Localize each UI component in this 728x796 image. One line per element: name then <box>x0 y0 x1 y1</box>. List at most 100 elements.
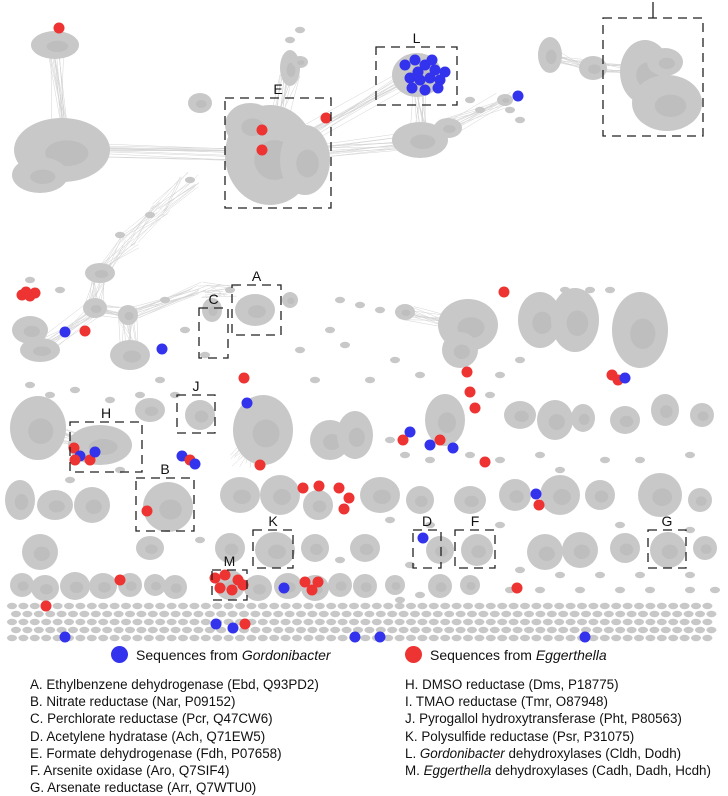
singleton-node <box>592 626 603 634</box>
singleton-node <box>292 618 302 626</box>
singleton-node <box>11 626 21 634</box>
singleton-node <box>531 618 542 626</box>
singleton-node <box>360 602 371 610</box>
singleton-node <box>326 602 337 610</box>
singleton-node <box>577 602 587 610</box>
singleton-node <box>155 634 166 642</box>
singleton-node <box>159 626 170 634</box>
gordonibacter-node <box>412 66 424 78</box>
singleton-node <box>415 371 425 379</box>
singleton-node <box>634 634 644 642</box>
legend: Sequences from Gordonibacter Sequences f… <box>0 646 728 672</box>
annotation-box-j: J <box>176 378 216 434</box>
singleton-node <box>535 451 545 459</box>
singleton-node <box>18 602 29 610</box>
annotation-box-l: L <box>375 30 458 106</box>
singleton-node <box>189 618 200 626</box>
singleton-node <box>417 602 428 610</box>
singleton-node <box>432 626 443 634</box>
singleton-node <box>495 456 505 464</box>
eggerthella-node <box>29 287 41 299</box>
singleton-node <box>398 610 409 618</box>
singleton-node <box>501 610 512 618</box>
singleton-node <box>212 634 223 642</box>
singleton-node <box>485 618 496 626</box>
singleton-node <box>200 602 211 610</box>
singleton-node <box>180 326 190 334</box>
singleton-node <box>695 626 705 634</box>
singleton-node <box>64 618 74 626</box>
eggerthella-node <box>397 434 409 446</box>
eggerthella-node <box>256 144 268 156</box>
singleton-node <box>193 626 204 634</box>
singleton-node <box>626 626 637 634</box>
eggerthella-node <box>226 584 238 596</box>
eggerthella-node <box>343 492 355 504</box>
singleton-node <box>269 602 280 610</box>
singleton-node <box>121 602 131 610</box>
singleton-node <box>600 456 610 464</box>
key-entry: K. Polysulfide reductase (Psr, P31075) <box>405 728 635 744</box>
singleton-node <box>706 610 717 618</box>
box-label: E <box>273 81 282 97</box>
box-label: L <box>413 30 421 46</box>
singleton-node <box>314 634 325 642</box>
singleton-node <box>326 618 337 626</box>
singleton-node <box>239 610 249 618</box>
box-label: H <box>101 405 111 421</box>
singleton-node <box>668 602 679 610</box>
gordonibacter-node <box>512 90 524 102</box>
singleton-node <box>204 610 215 618</box>
singleton-node <box>326 634 337 642</box>
singleton-node <box>121 618 131 626</box>
singleton-node <box>292 634 302 642</box>
singleton-node <box>109 602 120 610</box>
singleton-node <box>605 286 615 294</box>
singleton-node <box>495 371 505 379</box>
singleton-node <box>371 602 382 610</box>
singleton-node <box>702 618 713 626</box>
singleton-node <box>65 476 75 484</box>
singleton-node <box>467 610 477 618</box>
singleton-node <box>143 618 154 626</box>
singleton-node <box>75 602 86 610</box>
singleton-node <box>524 610 534 618</box>
singleton-node <box>261 610 272 618</box>
key-entry: F. Arsenite oxidase (Aro, Q7SIF4) <box>30 763 230 779</box>
singleton-node <box>428 618 439 626</box>
singleton-node <box>451 634 462 642</box>
singleton-node <box>280 618 291 626</box>
annotation-box-h: H <box>69 405 143 473</box>
singleton-node <box>166 602 177 610</box>
singleton-node <box>223 634 234 642</box>
singleton-node <box>649 610 660 618</box>
annotation-box-d: D <box>412 513 442 569</box>
legend-species-name: Gordonibacter <box>241 646 331 663</box>
singleton-node <box>706 626 717 634</box>
singleton-node <box>508 618 519 626</box>
gordonibacter-node <box>429 64 441 76</box>
singleton-node <box>444 610 455 618</box>
singleton-node <box>668 634 679 642</box>
singleton-node <box>685 526 695 534</box>
gordonibacter-node <box>227 622 239 634</box>
singleton-node <box>70 386 80 394</box>
singleton-node <box>474 634 485 642</box>
singleton-node <box>314 602 325 610</box>
singleton-node <box>524 626 534 634</box>
singleton-node <box>79 610 90 618</box>
eggerthella-node <box>79 325 91 337</box>
singleton-node <box>489 610 500 618</box>
singleton-node <box>679 602 690 610</box>
singleton-node <box>683 626 694 634</box>
gordonibacter-node <box>579 631 591 643</box>
singleton-node <box>355 301 365 309</box>
annotation-box-c: C <box>198 291 229 359</box>
gordonibacter-node <box>59 631 71 643</box>
singleton-node <box>337 618 348 626</box>
singleton-node <box>189 634 200 642</box>
singleton-node <box>558 610 569 618</box>
singleton-node <box>280 602 291 610</box>
singleton-node <box>515 116 525 124</box>
singleton-node <box>22 626 33 634</box>
